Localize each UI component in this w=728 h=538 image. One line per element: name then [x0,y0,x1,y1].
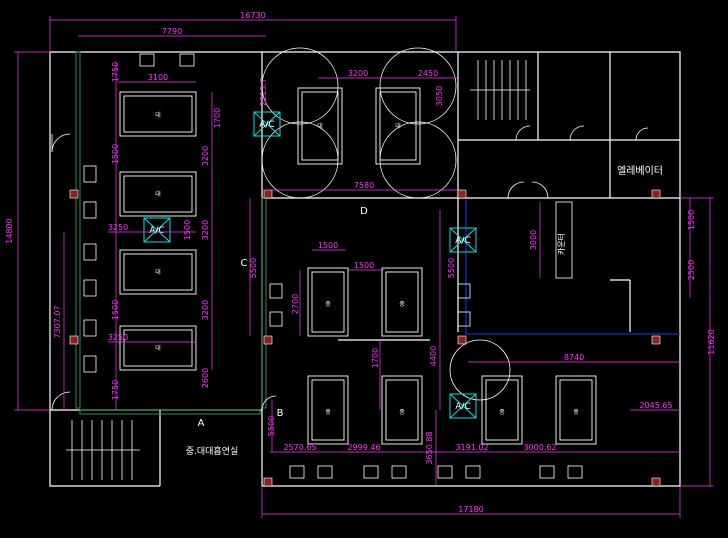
dim-room-top-2: 2450 [418,69,438,78]
bottom-chairs [289,465,583,479]
dim-room-left-6: 2600 [201,368,210,388]
dim-right-2: 2500 [687,260,696,280]
middle-table-labels: 중 중 중 중 중 중 [325,301,579,416]
dim-left-sub: 7307.07 [53,305,62,338]
dim-room-left-8: 1750 [111,62,120,82]
blue-boundary [465,200,680,335]
dimension-lines [14,16,714,518]
top-table-labels: 대 대 [317,122,401,130]
table-label: 중 [399,409,405,416]
dim-counter: 3000 [529,230,538,250]
dim-bottom-overall: 17180 [458,505,483,514]
table-label: 중 [399,301,405,308]
doors [51,125,649,411]
counter-label: 카운터 [557,233,566,255]
dim-room-left-1: 3100 [148,73,168,82]
columns [69,189,661,487]
table-label: 중 [573,409,579,416]
table-label: 중 [325,301,331,308]
dim-mid-4: 5500 [267,416,276,436]
dim-mid-3: 2700 [291,294,300,314]
elevator-label: 엘레베이터 [617,164,663,177]
table-label: 대 [155,344,161,352]
dim-right-overall: 11620 [707,329,716,354]
section-a-label: A [198,418,205,429]
ac-labels: A/C A/C A/C A/C [149,120,470,412]
dim-bottom-1: 2570.65 [283,443,316,452]
left-table-labels: 대 대 대 대 [155,111,161,352]
left-room-chairs [83,53,471,373]
dim-mid-7: 5500 [447,258,456,278]
dim-room-left-7: 3200 [201,300,210,320]
room-labels: 엘레베이터 카운터 중.대대흡연실 A B C D [186,164,663,457]
table-label: 대 [317,122,323,130]
dim-mid-6: 1700 [371,348,380,368]
dim-room-left-4: 3200 [201,146,210,166]
ac-units [143,111,477,419]
dim-mid-1: 1500 [318,241,338,250]
section-c-label: C [241,258,248,269]
dim-room-left-11: 1750 [111,380,120,400]
table-label: 대 [155,268,161,276]
dim-room-top-1: 3200 [348,69,368,78]
stairs-bottom-left [66,420,140,480]
smoking-room-label: 중.대대흡연실 [186,445,239,457]
dim-room-left-12: 1500 [183,220,192,240]
dim-mid-5: 4400 [429,346,438,366]
middle-room-tables [307,267,597,445]
table-label: 대 [155,111,161,119]
dim-bottom-3: 3191.02 [455,443,488,452]
dim-room-left-3b: 3250 [108,333,128,342]
ac-label: A/C [455,236,470,246]
dim-right-1: 1500 [687,210,696,230]
dim-bottom-2: 2999.46 [347,443,380,452]
ac-label: A/C [259,120,274,130]
dim-room-left-5: 3200 [201,220,210,240]
dim-top-left: 7790 [162,27,182,36]
circles [261,47,511,401]
table-label: 대 [395,122,401,130]
dim-room-left-3: 3250 [108,223,128,232]
dim-bottom-4: 3000.62 [523,443,556,452]
ac-label: A/C [455,402,470,412]
top-room-tables [297,87,421,165]
section-d-label: D [360,206,368,217]
section-b-label: B [277,408,284,419]
dim-room-left-9: 1500 [111,144,120,164]
dim-top-overall: 16730 [240,11,265,20]
hatched-walls [75,51,267,415]
table-label: 중 [325,409,331,416]
stairs-top-right [470,60,530,120]
dim-right-4: 2045.65 [639,401,672,410]
left-room-tables [119,91,197,371]
dim-room-left-2: 1700 [213,108,222,128]
dim-mid-width: 7580 [354,181,374,190]
table-label: 중 [499,409,505,416]
counter [555,201,573,279]
ac-label: A/C [149,226,164,236]
dim-bottom-5: 3650.88 [425,431,434,464]
dim-room-top-4: 2213.7 [259,78,268,106]
dim-mid-left: 5500 [249,258,258,278]
dim-right-3: 8740 [564,353,584,362]
table-label: 대 [155,190,161,198]
dim-room-left-10: 1500 [111,300,120,320]
dim-mid-2: 1500 [354,261,374,270]
dim-left-overall: 14800 [5,218,14,243]
dimension-texts: 16730 7790 14800 7307.07 17180 11620 310… [5,11,716,514]
dim-room-top-3: 3050 [435,86,444,106]
